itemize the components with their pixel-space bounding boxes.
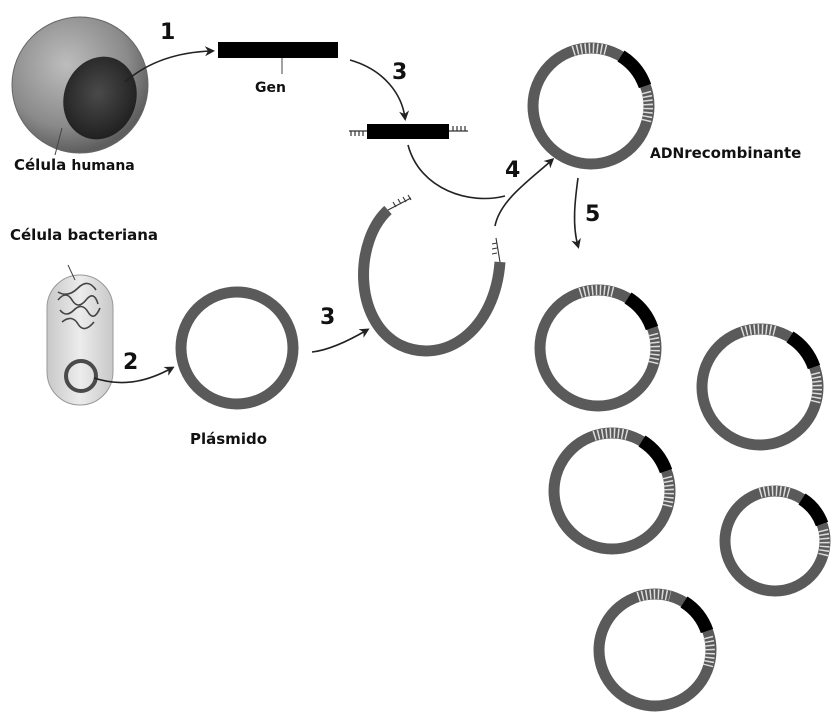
arrow-step-5: [575, 178, 578, 246]
gene-segment: [218, 42, 338, 74]
step-3-bottom: 3: [320, 305, 335, 330]
plasmid-ring: [181, 292, 293, 404]
arrow-step-4: [495, 160, 552, 226]
human-cell: [12, 17, 148, 155]
human-cell-label: Célula humana: [14, 155, 135, 174]
gene-label: Gen: [255, 80, 286, 96]
bacterial-cell-label: Célula bacteriana: [10, 226, 158, 244]
copy-ring-4: [725, 491, 825, 591]
step-3-top: 3: [392, 60, 407, 85]
arrow-step-3-plasmid: [312, 330, 367, 352]
step-2: 2: [123, 350, 138, 375]
plasmid-label: Plásmido: [190, 430, 267, 448]
step-5: 5: [585, 202, 600, 227]
bacterial-cell: [47, 265, 113, 405]
recombinant-dna-label: ADNrecombinante: [650, 143, 801, 162]
open-plasmid: [364, 195, 500, 351]
copy-ring-5: [599, 594, 711, 706]
copy-ring-2: [702, 329, 818, 445]
copy-ring-3: [554, 433, 670, 549]
cut-gene: [349, 124, 468, 139]
arrow-step-4-gene: [408, 145, 505, 198]
step-1: 1: [160, 20, 175, 45]
recombinant-dna-ring: [533, 48, 649, 164]
step-4: 4: [505, 158, 520, 183]
copy-ring-1: [540, 290, 656, 406]
